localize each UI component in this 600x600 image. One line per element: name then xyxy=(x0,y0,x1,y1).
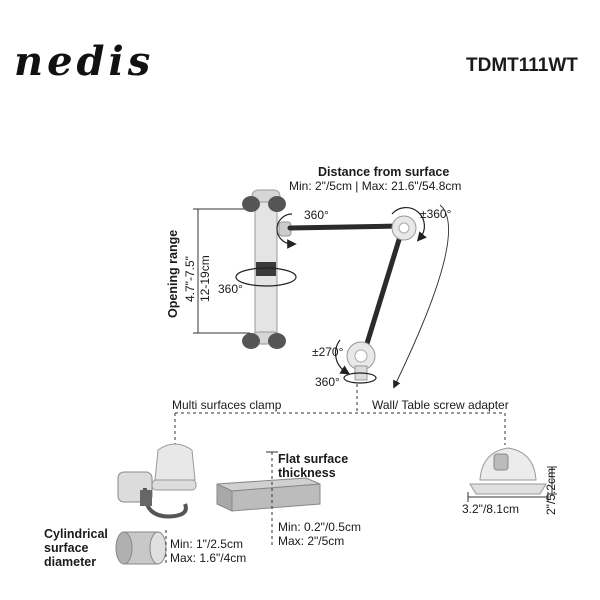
opening-range-dimension xyxy=(193,208,250,334)
adapter-dimensions xyxy=(467,466,557,502)
clamp-label: Multi surfaces clamp xyxy=(172,398,282,412)
model-number: TDMT111WT xyxy=(466,55,578,76)
distance-range: Min: 2"/5cm | Max: 21.6"/54.8cm xyxy=(289,179,462,193)
cylinder-title-line2: surface xyxy=(44,541,89,555)
cylinder-shape xyxy=(115,530,167,566)
flat-max: Max: 2"/5cm xyxy=(278,534,345,548)
rotation-elbow: ±360° xyxy=(420,207,452,221)
rotation-base-tilt: ±270° xyxy=(312,345,344,359)
cylinder-min: Min: 1"/2.5cm xyxy=(170,537,243,551)
rotation-holder-top: 360° xyxy=(304,208,329,222)
cylinder-max: Max: 1.6"/4cm xyxy=(170,551,247,565)
rotation-base-swivel: 360° xyxy=(315,375,340,389)
rotation-holder-side: 360° xyxy=(218,282,243,296)
opening-range-title: Opening range xyxy=(166,229,180,318)
flat-surface-block xyxy=(216,477,321,512)
connector-lines xyxy=(174,384,506,445)
screw-adapter xyxy=(469,447,547,495)
multi-surface-clamp xyxy=(117,443,197,519)
adapter-label: Wall/ Table screw adapter xyxy=(372,398,509,412)
distance-title: Distance from surface xyxy=(318,165,450,179)
brand-logo: nedis xyxy=(14,38,155,85)
cylinder-title-line1: Cylindrical xyxy=(44,527,108,541)
thickness-dimension xyxy=(266,451,278,545)
flat-title-line2: thickness xyxy=(278,466,336,480)
opening-range-cm: 12-19cm xyxy=(198,255,212,302)
rotation-arcs xyxy=(235,206,427,384)
arm-assembly xyxy=(287,215,417,381)
flat-title-line1: Flat surface xyxy=(278,452,349,466)
adapter-height: 2"/5.2cm xyxy=(544,468,558,515)
flat-min: Min: 0.2"/0.5cm xyxy=(278,520,361,534)
distance-leader-line xyxy=(393,204,450,389)
adapter-width: 3.2"/8.1cm xyxy=(462,502,519,516)
cylinder-title-line3: diameter xyxy=(44,555,97,569)
opening-range-inch: 4.7"-7.5" xyxy=(183,256,197,302)
